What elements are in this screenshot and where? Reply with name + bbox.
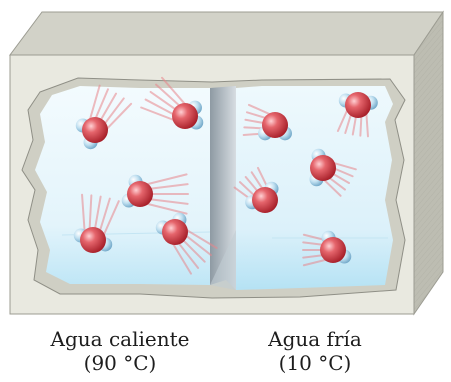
oxygen-atom: [172, 103, 198, 129]
box-top-face: [10, 12, 443, 55]
hot-water-caption: Agua caliente (90 °C): [20, 327, 220, 375]
cold-water-caption: Agua fría (10 °C): [215, 327, 415, 375]
hot-water-temperature: (90 °C): [20, 351, 220, 375]
oxygen-atom: [162, 219, 188, 245]
cold-water-temperature: (10 °C): [215, 351, 415, 375]
oxygen-atom: [252, 187, 278, 213]
oxygen-atom: [320, 237, 346, 263]
box-side-texture: [414, 12, 443, 314]
oxygen-atom: [262, 112, 288, 138]
cold-water-label: Agua fría: [215, 327, 415, 351]
hot-water-label: Agua caliente: [20, 327, 220, 351]
oxygen-atom: [310, 155, 336, 181]
oxygen-atom: [127, 181, 153, 207]
oxygen-atom: [80, 227, 106, 253]
oxygen-atom: [345, 92, 371, 118]
oxygen-atom: [82, 117, 108, 143]
